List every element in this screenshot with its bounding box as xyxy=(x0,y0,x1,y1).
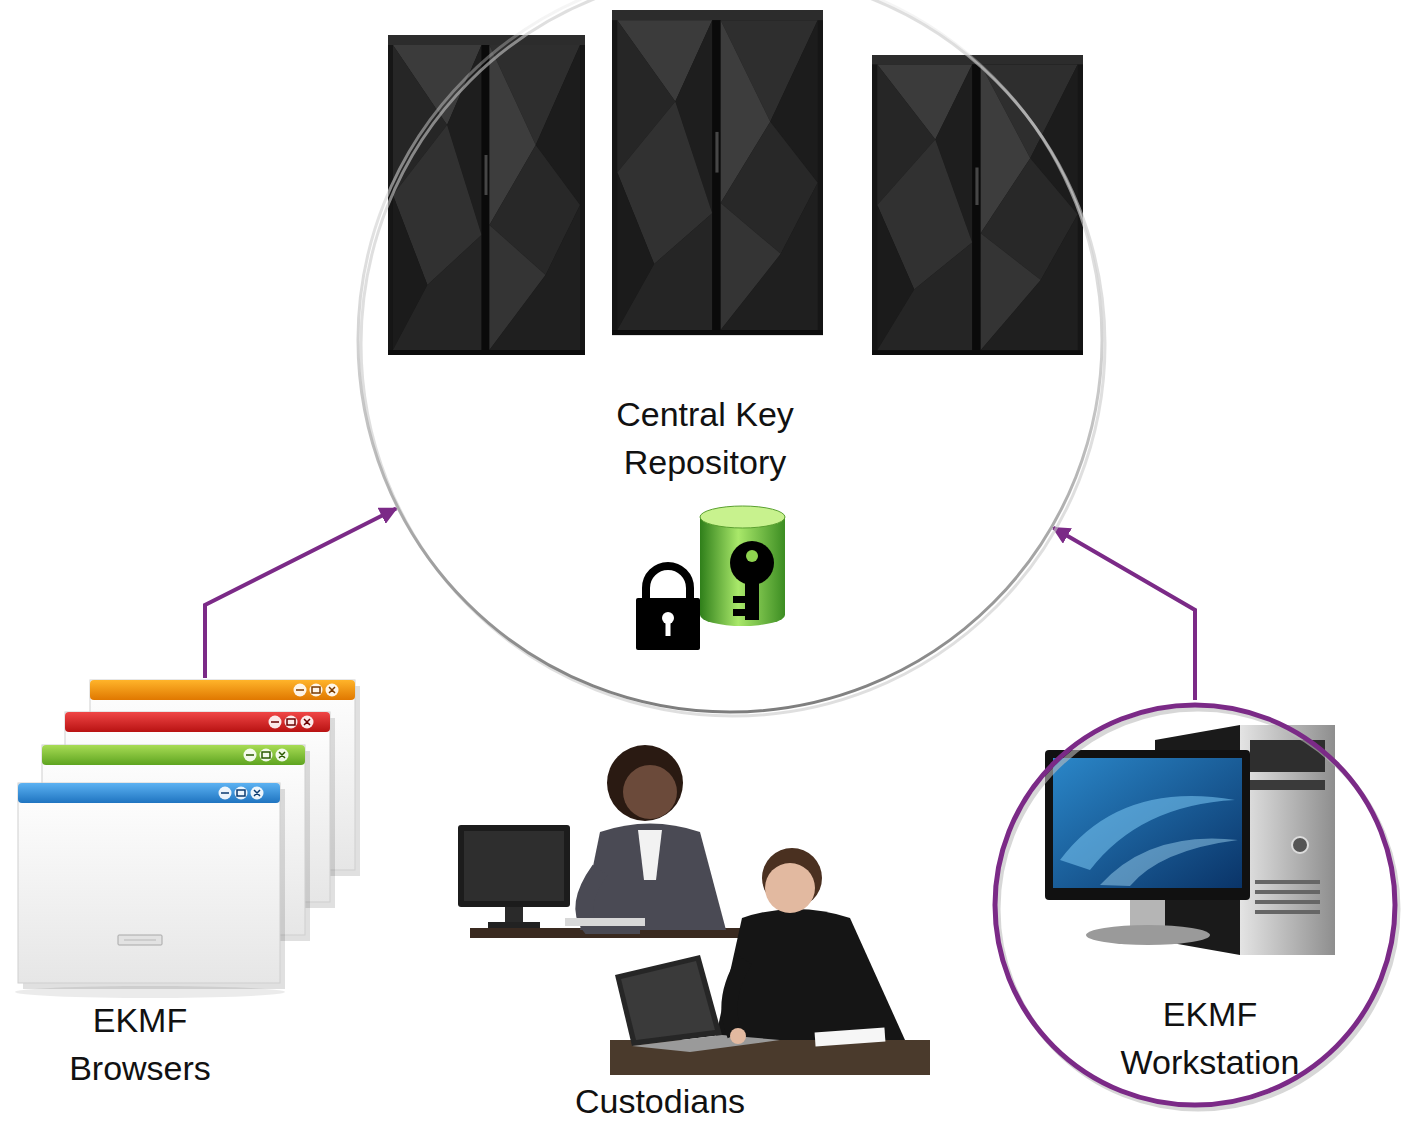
browser-window-stack-part-part xyxy=(90,680,355,700)
custodians-photo-part xyxy=(505,907,523,923)
custodians-photo-part xyxy=(615,955,722,1046)
browser-window-stack-part-part xyxy=(65,712,330,732)
database-icon-part xyxy=(733,596,747,603)
custodians-photo-part xyxy=(621,961,715,1040)
browser-window-stack-part-part xyxy=(18,783,280,983)
workstation-computer-part xyxy=(1255,890,1320,894)
browser-window-stack-part xyxy=(18,783,285,989)
browser-group: EKMF Browsers xyxy=(15,678,360,1108)
custodians-photo-part xyxy=(632,1035,780,1052)
browser-window-stack xyxy=(15,680,360,998)
custodians-photo-part xyxy=(765,863,815,913)
mainframe-cabinet xyxy=(872,55,1083,355)
workstation-computer-part xyxy=(1255,880,1320,884)
workstation-computer-part xyxy=(1255,900,1320,904)
custodians-photo-part xyxy=(729,960,745,1035)
workstation-computer-part xyxy=(1130,898,1165,928)
mainframe-cabinet xyxy=(388,35,585,355)
padlock-icon-part xyxy=(646,566,690,602)
database-icon-part xyxy=(745,580,759,620)
padlock-icon-part xyxy=(636,598,700,650)
database-icon xyxy=(700,506,785,626)
browser-window-stack-part-part xyxy=(118,935,162,945)
workstation-computer-part xyxy=(1053,758,1242,888)
browser-window-stack-part-part xyxy=(124,940,156,941)
key-repository-circle-outline xyxy=(355,0,1105,715)
padlock-icon xyxy=(636,566,700,650)
browser-window-stack-part-part xyxy=(296,687,335,693)
node-label: EKMF Workstation xyxy=(1090,990,1330,1087)
database-icon-part xyxy=(700,517,785,626)
outline-circle xyxy=(358,0,1102,712)
workstation-computer-part xyxy=(1250,780,1325,790)
workstation-computer-part xyxy=(1292,837,1308,853)
node-label: EKMF Browsers xyxy=(45,996,235,1093)
workstation-circle: EKMF Workstation xyxy=(990,700,1400,1110)
custodians-photo-part xyxy=(464,831,564,901)
node-label: Central Key Repository xyxy=(575,390,835,487)
custodians-photo-part xyxy=(580,824,726,931)
browser-window-stack-part-part xyxy=(18,783,280,803)
outline-circle xyxy=(995,705,1395,1105)
padlock-icon-part xyxy=(666,620,671,636)
custodians-photo-part xyxy=(623,765,677,819)
custodians-photo-part xyxy=(565,918,645,926)
browser-window-stack-part-part xyxy=(246,752,285,758)
browser-window-stack-part-part xyxy=(42,745,305,765)
workstation-computer-part xyxy=(1045,750,1250,900)
group-caption: Custodians xyxy=(560,1082,760,1121)
browser-window-stack-part-part xyxy=(221,790,260,796)
custodians-photo-part xyxy=(607,745,683,821)
custodians-photo xyxy=(458,745,930,1075)
browser-window-stack-part-part xyxy=(271,719,310,725)
custodians-photo-part xyxy=(730,1028,746,1044)
custodians-photo-part xyxy=(488,922,540,928)
custodians-photo-part xyxy=(584,870,640,925)
database-icon-part xyxy=(700,506,785,528)
database-icon-part xyxy=(733,609,747,616)
custodians-photo-part xyxy=(638,830,662,880)
custodians-photo-part xyxy=(815,1028,886,1047)
database-icon-part xyxy=(730,541,774,585)
workstation-computer xyxy=(1045,725,1335,955)
database-icon-part xyxy=(746,550,758,562)
workstation-computer-part xyxy=(1240,725,1335,955)
workstation-computer-part xyxy=(1086,925,1210,945)
key-repository-circle: Central Key Repository xyxy=(355,0,1105,715)
flow-arrow xyxy=(1053,528,1195,700)
workstation-computer-part xyxy=(1255,910,1320,914)
flow-arrow xyxy=(205,509,396,678)
custodians-photo-part xyxy=(715,909,905,1040)
mainframe-cabinet xyxy=(612,10,823,335)
workstation-computer-part xyxy=(1100,838,1238,886)
custodians-photo-part xyxy=(458,825,570,907)
